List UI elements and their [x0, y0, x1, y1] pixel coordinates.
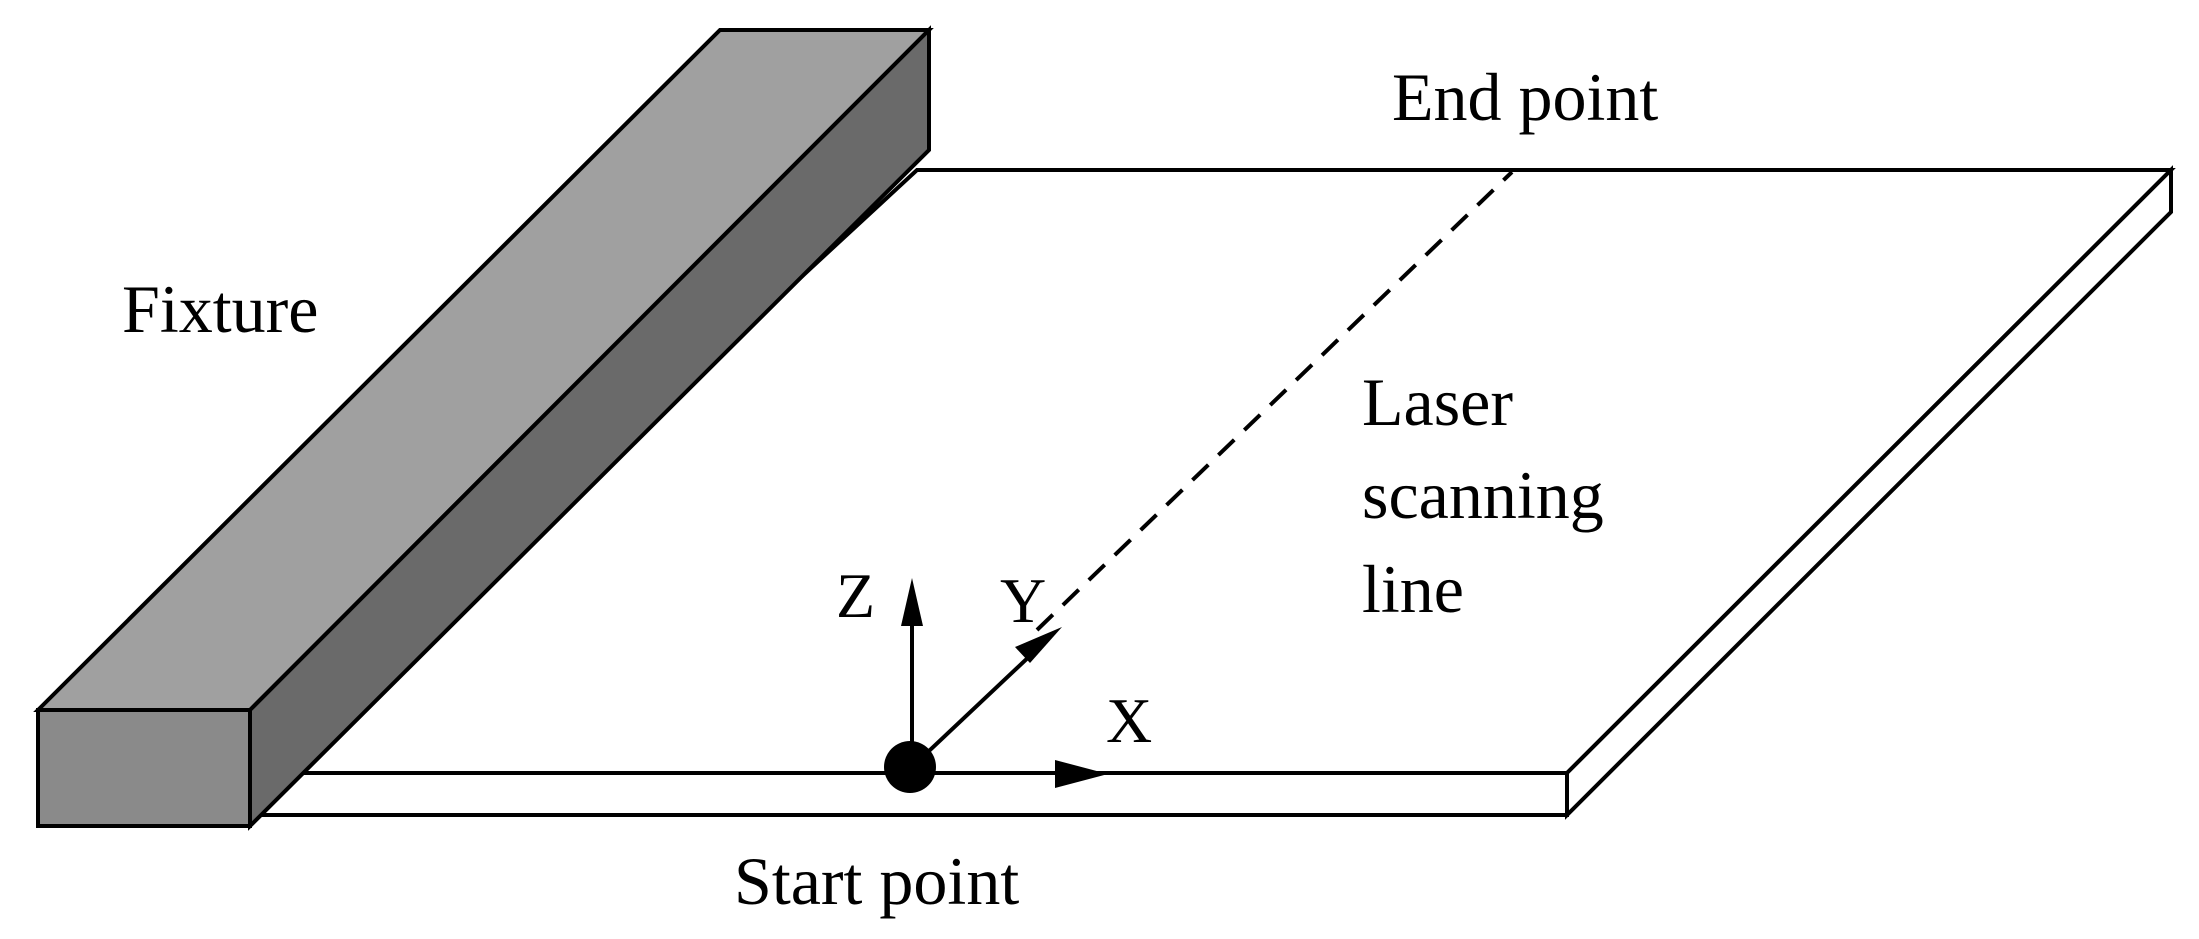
- z-axis-label: Z: [836, 560, 875, 631]
- y-axis-line: [910, 650, 1036, 769]
- end-point-label: End point: [1392, 59, 1658, 135]
- z-axis-arrowhead: [901, 578, 923, 626]
- plate-right-edge: [1565, 165, 2173, 820]
- x-axis-arrowhead: [1055, 760, 1108, 788]
- y-axis-label: Y: [1000, 565, 1046, 636]
- laser-label-line-1: Laser: [1362, 364, 1513, 440]
- fixture-label: Fixture: [122, 271, 318, 347]
- x-axis-label: X: [1106, 685, 1152, 756]
- fixture-front-face: [36, 708, 252, 828]
- laser-label-line-3: line: [1362, 551, 1464, 627]
- laser-scanning-line: [1035, 170, 1514, 632]
- start-point-label: Start point: [734, 843, 1019, 919]
- y-axis-arrowhead: [1015, 627, 1062, 663]
- laser-label-line-2: scanning: [1362, 457, 1604, 533]
